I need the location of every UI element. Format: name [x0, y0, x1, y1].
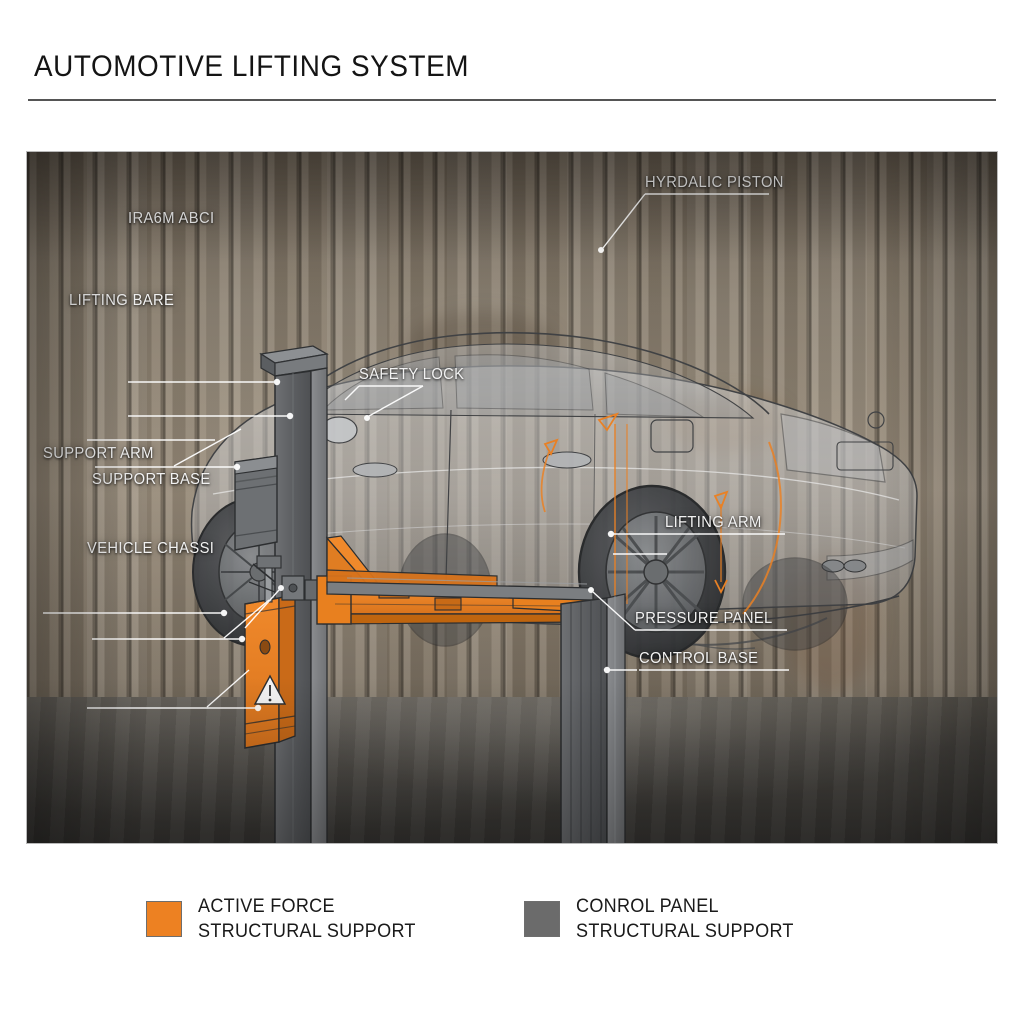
page-title: AUTOMOTIVE LIFTING SYSTEM [34, 50, 470, 83]
callout-frame-arch: IRA6M ABCI [128, 210, 215, 227]
diagram-panel: IRA6M ABCI LIFTING BARE SUPPORT ARM SUPP… [27, 152, 997, 843]
force-arrow-markers [543, 412, 729, 595]
leader-dot-safety-lock [364, 415, 370, 421]
force-arrow-3 [713, 490, 729, 511]
right-post-ribs [570, 600, 602, 843]
car-front-window [321, 356, 444, 411]
car-roofline [284, 331, 770, 415]
force-curve-mid [540, 451, 550, 513]
carriage-seam-1 [234, 475, 278, 483]
car-badge [867, 411, 885, 429]
leader-dot-lifting-arm [607, 530, 615, 538]
force-annotation-overlay [540, 424, 782, 615]
cylinder-band-bottom [244, 715, 296, 725]
leader-dot-hydraulic-piston [598, 247, 604, 253]
leader-dot-support-arm-2 [278, 585, 284, 591]
cylinder-face [244, 597, 280, 749]
callout-safety-lock: SAFETY LOCK [359, 366, 465, 383]
car-greenhouse [293, 343, 755, 419]
right-post-front-face [560, 597, 608, 843]
orange-swatch [146, 901, 182, 938]
leader-dot-frame-arch [273, 378, 281, 386]
leader-elbow-safety-lock [344, 385, 360, 401]
cylinder-side [278, 593, 296, 743]
leader-diagonal-pressure-panel [592, 591, 636, 631]
leader-dot-support-base [238, 635, 246, 643]
piston-rod [264, 563, 273, 603]
header: AUTOMOTIVE LIFTING SYSTEM [0, 0, 1024, 108]
leader-diagonal-support-arm [244, 589, 280, 629]
lifting-arm-near-underside [322, 613, 588, 625]
legend-label-line1: ACTIVE FORCE [198, 896, 335, 917]
car-exhaust-tip-right [843, 559, 867, 573]
force-arrow-4 [714, 579, 728, 595]
title-divider [28, 99, 996, 101]
callout-leader-lines [43, 193, 789, 712]
arm-center-line [334, 603, 568, 607]
gray-swatch [524, 901, 560, 938]
legend: ACTIVE FORCE STRUCTURAL SUPPORT CONROL P… [0, 880, 1024, 970]
right-post-side-face [606, 593, 626, 843]
car-door-handle-rear [542, 451, 592, 469]
legend-label-line2: STRUCTURAL SUPPORT [576, 921, 794, 943]
warning-triangle-icon [253, 674, 287, 705]
leader-dot-lifting-barre [233, 463, 241, 471]
cylinder-band-bottom-2 [244, 725, 296, 735]
legend-text-block: ACTIVE FORCE STRUCTURAL SUPPORT [198, 894, 427, 944]
carriage-seam-3 [234, 529, 278, 537]
car-fuel-flap [650, 419, 694, 453]
linkage-tie-rod-2 [248, 581, 276, 593]
leader-dot-support-arm [220, 609, 228, 617]
floor-sheen [27, 697, 997, 843]
leader-diagonal-lifting-barre [173, 428, 242, 467]
leader-diagonal-support-base [223, 599, 270, 639]
callout-vehicle-chassi: VEHICLE CHASSI [87, 540, 215, 557]
linkage-tie-rod [252, 563, 276, 583]
callout-pressure-panel: PRESSURE PANEL [635, 610, 773, 627]
car-quarter-window [604, 372, 705, 418]
leader-dot-pressure-panel [588, 587, 594, 593]
piston-rod-collar [256, 555, 282, 569]
car-rear-lamp [780, 413, 886, 483]
legend-item-control-panel: CONROL PANEL STRUCTURAL SUPPORT [524, 894, 805, 944]
carriage-seam-2 [234, 483, 278, 491]
legend-item-active-force: ACTIVE FORCE STRUCTURAL SUPPORT [146, 894, 427, 944]
lift-system-illustration [43, 193, 918, 843]
callout-hydraulic-piston: HYRDALIC PISTON [645, 174, 784, 191]
car-door-handle-front [352, 462, 398, 478]
linkage-pivot-pin [288, 583, 298, 593]
car-rear-door-window [454, 354, 594, 411]
callout-support-base: SUPPORT BASE [92, 471, 211, 488]
callout-control-base: CONTROL BASE [639, 650, 759, 667]
callout-lifting-arm: LIFTING ARM [665, 514, 762, 531]
force-curve-rear [742, 441, 782, 615]
legend-text-block: CONROL PANEL STRUCTURAL SUPPORT [576, 894, 805, 944]
cylinder-port [259, 639, 271, 655]
leader-diagonal-hydraulic-piston [602, 193, 646, 249]
legend-label-line2: STRUCTURAL SUPPORT [198, 921, 416, 943]
right-column-post [560, 593, 626, 843]
force-arrow-1 [597, 412, 620, 432]
leader-dot-secondary [286, 412, 294, 420]
car-far-rear-wheel [742, 557, 848, 651]
workshop-floor-background [27, 697, 997, 843]
carriage-top-band [234, 455, 278, 475]
callout-lifting-barre: LIFTING BARE [69, 292, 175, 309]
legend-label-line1: CONROL PANEL [576, 896, 719, 917]
leader-diagonal-vehicle-chassi [206, 669, 250, 708]
force-arrow-2 [543, 438, 559, 456]
car-license-plate [836, 441, 894, 471]
callout-support-arm: SUPPORT ARM [43, 445, 154, 462]
leader-diagonal-safety-lock [368, 385, 424, 417]
lifting-pad-block-b [434, 597, 462, 611]
lifting-barre-carriage [234, 455, 278, 551]
leader-dot-vehicle-chassi [254, 704, 262, 712]
